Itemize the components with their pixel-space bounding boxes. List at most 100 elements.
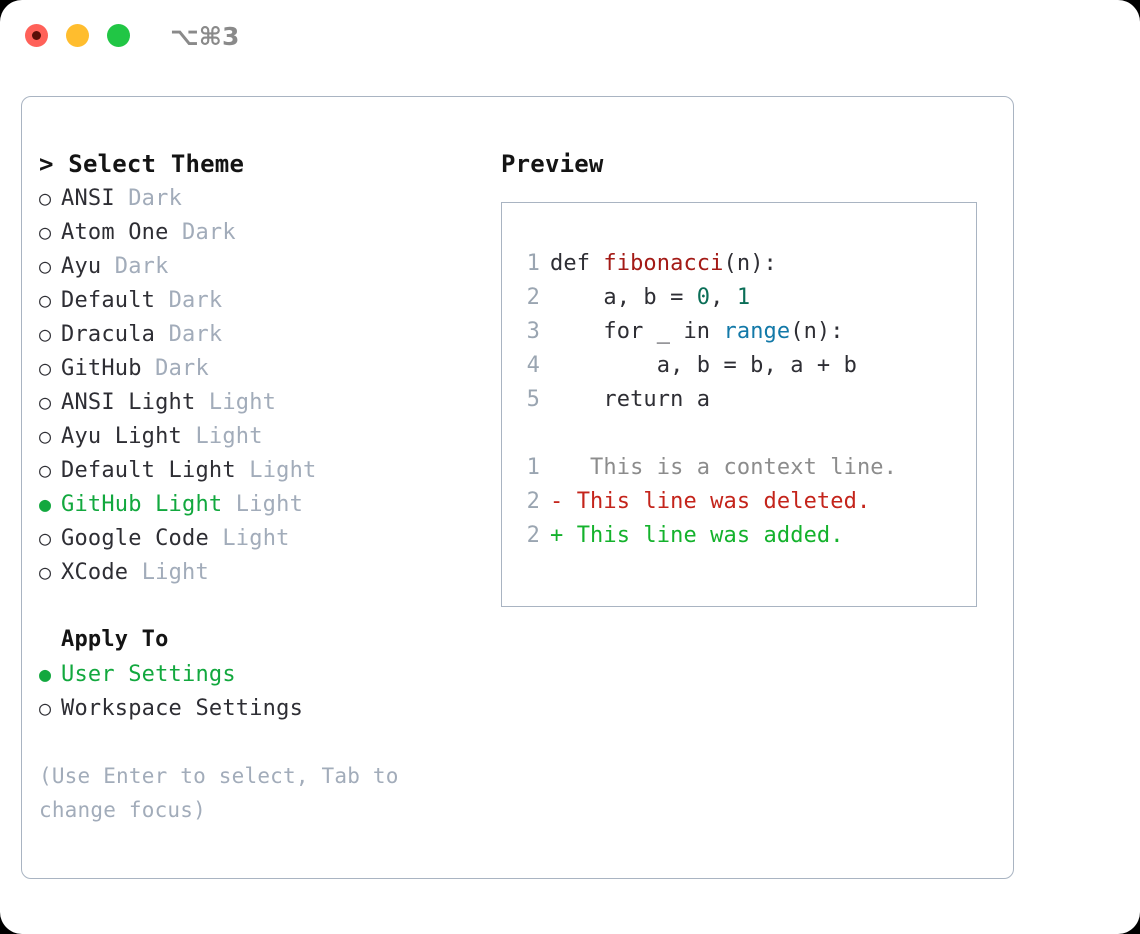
apply-to-heading: Apply To (61, 627, 169, 652)
theme-option-label: Default Light (61, 458, 236, 483)
theme-option-xcode[interactable]: ○ XCode Light (39, 555, 479, 589)
theme-option-ansi-light[interactable]: ○ ANSI Light Light (39, 385, 479, 419)
theme-option-variant: Dark (168, 322, 223, 347)
line-number: 2 (526, 489, 540, 514)
theme-option-label: Ayu (61, 254, 102, 279)
code-line: 3 for _ in range(n): (518, 315, 976, 349)
code-token: fibonacci (603, 251, 724, 276)
radio-unselected-icon: ○ (39, 696, 52, 720)
diff-text: This is a context line. (563, 455, 897, 480)
diff-sample: 1 This is a context line.2- This line wa… (518, 451, 976, 553)
radio-selected-icon: ● (39, 662, 52, 686)
radio-unselected-icon: ○ (39, 390, 52, 414)
diff-line: 2 + This line was added. (518, 519, 976, 553)
close-button[interactable] (25, 24, 48, 47)
radio-unselected-icon: ○ (39, 424, 52, 448)
radio-unselected-icon: ○ (39, 560, 52, 584)
theme-option-variant: Dark (155, 356, 209, 381)
code-token: (n): (723, 251, 777, 276)
theme-option-label: Default (61, 288, 156, 313)
radio-unselected-icon: ○ (39, 288, 52, 312)
diff-text: This line was deleted. (563, 489, 871, 514)
theme-option-ayu-light[interactable]: ○ Ayu Light Light (39, 419, 479, 453)
theme-option-label: Atom One (61, 220, 169, 245)
select-theme-heading: > Select Theme (39, 150, 245, 178)
apply-to-option-label: User Settings (61, 662, 236, 687)
maximize-button[interactable] (107, 24, 130, 47)
code-diff-spacer (518, 417, 976, 451)
theme-option-label: GitHub Light (61, 492, 223, 517)
theme-option-ansi[interactable]: ○ ANSI Dark (39, 181, 479, 215)
code-token: a, b = b, a + b (550, 353, 857, 378)
theme-option-label: Dracula (61, 322, 156, 347)
line-number: 5 (526, 387, 540, 412)
line-number: 2 (526, 523, 540, 548)
code-token: a, b = (550, 285, 697, 310)
radio-unselected-icon: ○ (39, 186, 52, 210)
line-number: 2 (526, 285, 540, 310)
minimize-button[interactable] (66, 24, 89, 47)
theme-option-label: XCode (61, 560, 129, 585)
theme-option-variant: Light (141, 560, 209, 585)
code-token: range (723, 319, 791, 344)
code-token: return a (550, 387, 711, 412)
diff-marker: + (550, 523, 564, 548)
apply-to-option-list[interactable]: ● User Settings ○Workspace Settings (39, 657, 479, 725)
list-spacer (39, 589, 479, 623)
radio-unselected-icon: ○ (39, 322, 52, 346)
theme-option-variant: Dark (114, 254, 169, 279)
apply-to-option-user-settings[interactable]: ● User Settings (39, 657, 479, 691)
theme-option-label: ANSI Light (61, 390, 196, 415)
title-bar: ⌥⌘3 (0, 0, 1140, 78)
theme-option-ayu[interactable]: ○ Ayu Dark (39, 249, 479, 283)
theme-option-variant: Dark (128, 186, 183, 211)
diff-text: This line was added. (563, 523, 844, 548)
keyboard-shortcut-label: ⌥⌘3 (170, 22, 240, 51)
theme-option-github[interactable]: ○ GitHub Dark (39, 351, 479, 385)
line-number: 3 (526, 319, 540, 344)
theme-option-variant: Dark (182, 220, 236, 245)
theme-option-label: GitHub (61, 356, 142, 381)
radio-unselected-icon: ○ (39, 526, 52, 550)
code-token: 1 (736, 285, 751, 310)
code-line: 2 a, b = 0, 1 (518, 281, 976, 315)
radio-selected-icon: ● (39, 492, 52, 516)
line-number: 1 (526, 455, 540, 480)
theme-option-label: Google Code (61, 526, 209, 551)
code-line: 5 return a (518, 383, 976, 417)
radio-unselected-icon: ○ (39, 220, 52, 244)
line-number: 4 (526, 353, 540, 378)
diff-marker: - (550, 489, 564, 514)
diff-line: 1 This is a context line. (518, 451, 976, 485)
apply-to-option-workspace-settings[interactable]: ○Workspace Settings (39, 691, 479, 725)
code-token: def (550, 251, 604, 276)
theme-option-dracula[interactable]: ○ Dracula Dark (39, 317, 479, 351)
radio-unselected-icon: ○ (39, 254, 52, 278)
diff-line: 2- This line was deleted. (518, 485, 976, 519)
theme-option-variant: Dark (168, 288, 223, 313)
code-line: 4 a, b = b, a + b (518, 349, 976, 383)
code-token: for _ in (550, 319, 724, 344)
theme-option-github-light[interactable]: ● GitHub Light Light (39, 487, 479, 521)
theme-option-default[interactable]: ○ Default Dark (39, 283, 479, 317)
theme-option-label: Ayu Light (61, 424, 183, 449)
theme-option-label: ANSI (61, 186, 115, 211)
theme-option-variant: Light (235, 492, 304, 517)
theme-option-variant: Light (195, 424, 263, 449)
code-token: , (710, 285, 737, 310)
theme-option-variant: Light (208, 390, 277, 415)
theme-option-atom-one[interactable]: ○ Atom One Dark (39, 215, 479, 249)
theme-option-variant: Light (249, 458, 317, 483)
diff-marker (550, 455, 563, 480)
radio-unselected-icon: ○ (39, 356, 52, 380)
